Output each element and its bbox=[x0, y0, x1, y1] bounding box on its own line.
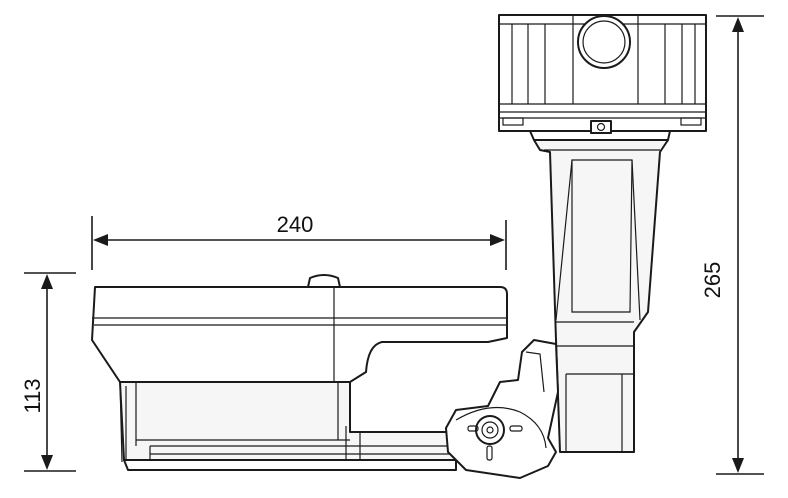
dimension-height bbox=[24, 272, 76, 472]
mount-arm bbox=[533, 139, 669, 453]
bracket-joint bbox=[445, 339, 559, 479]
dimension-width-label: 240 bbox=[277, 212, 314, 237]
dimension-total-height-label: 265 bbox=[700, 262, 725, 299]
dimension-width bbox=[91, 216, 507, 270]
dimension-height-label: 113 bbox=[20, 378, 45, 413]
junction-box bbox=[498, 14, 707, 141]
dimension-total-height bbox=[716, 15, 764, 475]
camera-housing bbox=[91, 274, 508, 471]
